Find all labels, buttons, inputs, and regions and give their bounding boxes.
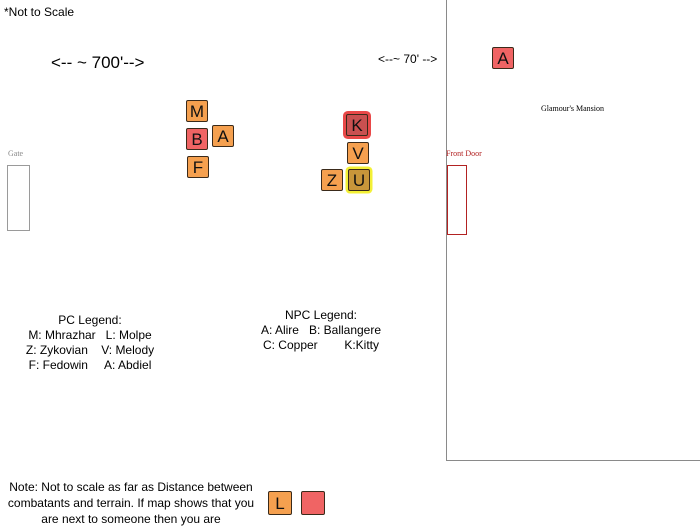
note-line: Note: Not to scale as far as Distance be… (9, 480, 253, 494)
token-k[interactable]: K (346, 114, 368, 136)
token-a-npc[interactable]: A (492, 47, 514, 69)
pc-legend-line: F: Fedowin A: Abdiel (28, 358, 152, 372)
note-line: combatants and terrain. If map shows tha… (7, 496, 255, 510)
token-v[interactable]: V (347, 142, 369, 164)
distance-label-700: <-- ~ 700'--> (51, 53, 145, 72)
mansion-label: Glamour's Mansion (541, 104, 604, 113)
note-token-red[interactable] (301, 491, 325, 515)
token-z[interactable]: Z (321, 169, 343, 191)
gate (7, 165, 30, 231)
token-f[interactable]: F (187, 156, 209, 178)
note-line: are next to someone then you are (41, 512, 221, 526)
mansion-wall (446, 0, 700, 461)
npc-legend: NPC Legend: A: Alire B: Ballangere C: Co… (247, 308, 395, 353)
distance-label-70: <--~ 70' --> (378, 52, 438, 66)
token-a-pc[interactable]: A (212, 125, 234, 147)
gate-label: Gate (8, 149, 24, 158)
token-m[interactable]: M (186, 100, 208, 122)
front-door-label: Front Door (446, 149, 482, 158)
pc-legend: PC Legend: M: Mhrazhar L: Molpe Z: Zykov… (14, 313, 166, 373)
scale-note: *Not to Scale (4, 5, 75, 19)
pc-legend-line: M: Mhrazhar L: Molpe (28, 328, 152, 342)
token-u[interactable]: U (348, 169, 370, 191)
npc-legend-line: A: Alire B: Ballangere (260, 323, 382, 337)
front-door (447, 165, 467, 235)
npc-legend-title: NPC Legend: (284, 308, 358, 322)
npc-legend-line: C: Copper K:Kitty (262, 338, 380, 352)
token-b[interactable]: B (186, 128, 208, 150)
scale-disclaimer: Note: Not to scale as far as Distance be… (0, 479, 262, 527)
note-token-l[interactable]: L (268, 491, 292, 515)
pc-legend-line: Z: Zykovian V: Melody (25, 343, 155, 357)
pc-legend-title: PC Legend: (58, 313, 122, 327)
